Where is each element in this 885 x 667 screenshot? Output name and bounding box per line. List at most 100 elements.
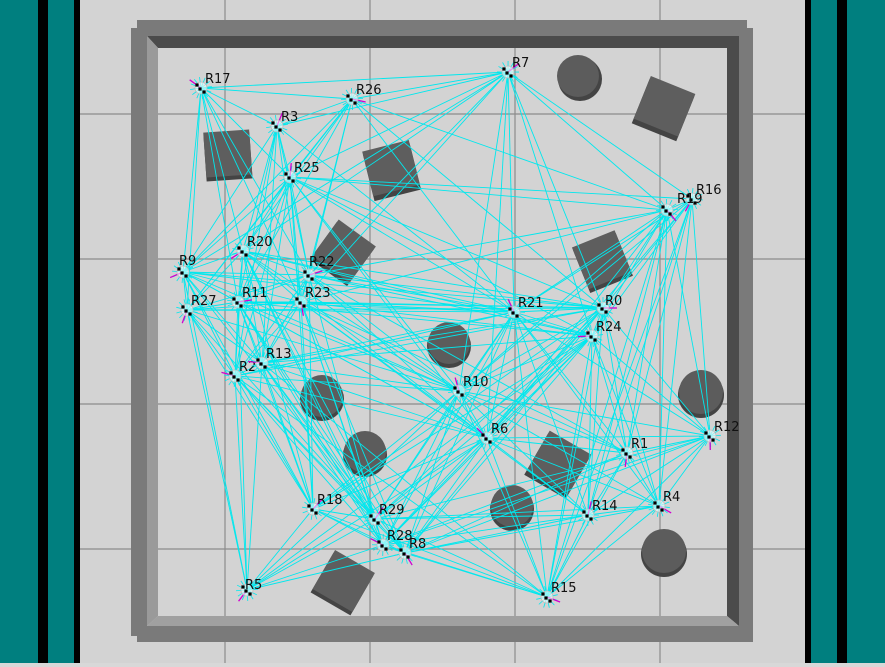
robot-marker xyxy=(202,90,205,93)
robot-marker xyxy=(621,448,624,451)
robot-marker xyxy=(235,301,238,304)
robot-marker xyxy=(593,338,596,341)
robot-marker xyxy=(306,274,309,277)
robot-marker xyxy=(502,67,505,70)
robot-marker xyxy=(198,87,201,90)
robot-marker xyxy=(664,209,667,212)
robot-marker xyxy=(295,297,298,300)
robot-marker xyxy=(484,437,487,440)
robot-marker xyxy=(310,508,313,511)
robot-label: R14 xyxy=(592,499,618,514)
robot-label: R3 xyxy=(281,110,298,125)
robot-label: R7 xyxy=(512,56,529,71)
robot-label: R19 xyxy=(677,192,703,207)
robot-marker xyxy=(278,128,281,131)
robot-marker xyxy=(456,390,459,393)
robot-marker xyxy=(302,304,305,307)
robot-marker xyxy=(548,599,551,602)
robot-marker xyxy=(263,365,266,368)
left-black-edge xyxy=(74,0,80,663)
robot-marker xyxy=(589,335,592,338)
robot-marker xyxy=(656,505,659,508)
robot-marker xyxy=(303,270,306,273)
robot-marker xyxy=(707,435,710,438)
robot-marker xyxy=(307,504,310,507)
robot-marker xyxy=(453,386,456,389)
robot-label: R28 xyxy=(387,529,413,544)
right-teal-strip xyxy=(811,0,837,663)
robot-marker xyxy=(181,305,184,308)
robot-marker xyxy=(244,253,247,256)
robot-label: R6 xyxy=(491,422,508,437)
robot-marker xyxy=(402,552,405,555)
robot-marker xyxy=(660,508,663,511)
robot-marker xyxy=(460,393,463,396)
robot-marker xyxy=(653,501,656,504)
right-black-strip xyxy=(837,0,847,663)
robot-marker xyxy=(624,452,627,455)
robot-marker xyxy=(704,431,707,434)
robot-marker xyxy=(515,314,518,317)
robot-marker xyxy=(586,331,589,334)
robot-label: R22 xyxy=(309,255,335,270)
robot-label: R21 xyxy=(518,296,544,311)
robot-marker xyxy=(184,274,187,277)
robot-label: R10 xyxy=(463,375,489,390)
robot-marker xyxy=(377,540,380,543)
robot-marker xyxy=(369,514,372,517)
robot-marker xyxy=(310,277,313,280)
robot-marker xyxy=(274,125,277,128)
left-teal-strip xyxy=(48,0,74,663)
robot-marker xyxy=(188,312,191,315)
robot-marker xyxy=(240,250,243,253)
robot-marker xyxy=(229,371,232,374)
robot-label: R23 xyxy=(305,286,331,301)
robot-marker xyxy=(256,358,259,361)
robot-marker xyxy=(376,521,379,524)
robot-label: R15 xyxy=(551,581,577,596)
robot-label: R13 xyxy=(266,347,292,362)
robot-marker xyxy=(711,438,714,441)
robot-marker xyxy=(184,309,187,312)
robot-marker xyxy=(628,455,631,458)
robot-label: R4 xyxy=(663,490,680,505)
robot-marker xyxy=(232,375,235,378)
robot-marker xyxy=(346,94,349,97)
robot-marker xyxy=(384,547,387,550)
robot-marker xyxy=(232,297,235,300)
box-obstacle xyxy=(203,129,252,181)
robot-marker xyxy=(582,510,585,513)
robot-label: R9 xyxy=(179,254,196,269)
robot-marker xyxy=(505,71,508,74)
robot-label: R0 xyxy=(605,294,622,309)
robot-marker xyxy=(259,362,262,365)
robot-label: R26 xyxy=(356,83,382,98)
robot-label: R18 xyxy=(317,493,343,508)
robot-marker xyxy=(589,517,592,520)
robot-marker xyxy=(604,310,607,313)
robot-label: R24 xyxy=(596,320,622,335)
robot-marker xyxy=(353,101,356,104)
robot-label: R12 xyxy=(714,420,740,435)
robot-marker xyxy=(544,596,547,599)
robot-marker xyxy=(180,271,183,274)
robot-marker xyxy=(298,301,301,304)
robot-marker xyxy=(597,303,600,306)
robot-marker xyxy=(508,307,511,310)
robot-marker xyxy=(541,592,544,595)
robot-label: R5 xyxy=(245,578,262,593)
right-teal-band xyxy=(847,0,885,663)
robot-label: R1 xyxy=(631,437,648,452)
robot-label: R27 xyxy=(191,294,217,309)
robot-marker xyxy=(287,176,290,179)
robot-marker xyxy=(239,304,242,307)
robot-marker xyxy=(661,205,664,208)
robot-marker xyxy=(668,212,671,215)
robot-marker xyxy=(600,307,603,310)
robot-marker xyxy=(271,121,274,124)
robot-marker xyxy=(314,511,317,514)
robot-marker xyxy=(406,555,409,558)
robot-marker xyxy=(399,548,402,551)
robot-marker xyxy=(372,518,375,521)
